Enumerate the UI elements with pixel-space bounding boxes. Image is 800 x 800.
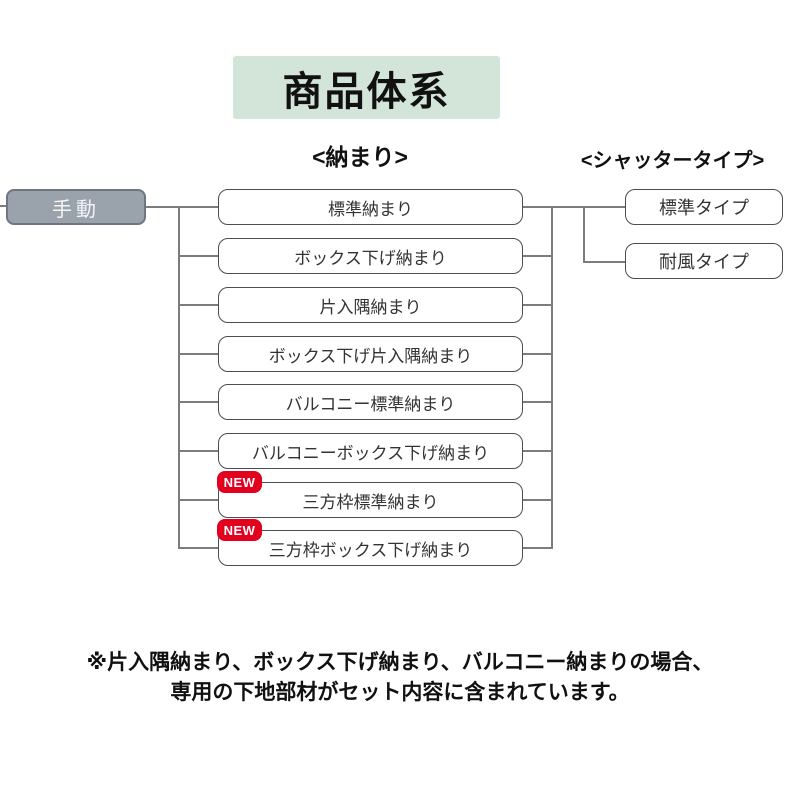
connector-line bbox=[178, 401, 218, 403]
fitting-column-header: <納まり> bbox=[312, 144, 408, 170]
footnote-line-2: 専用の下地部材がセット内容に含まれています。 bbox=[170, 681, 630, 704]
connector-line bbox=[583, 206, 585, 262]
footnote: ※片入隅納まり、ボックス下げ納まり、バルコニー納まりの場合、 専用の下地部材がセ… bbox=[0, 648, 800, 708]
fitting-box-three-side-frame-standard: 三方枠標準納まり bbox=[218, 482, 523, 518]
connector-line bbox=[178, 547, 218, 549]
connector-line bbox=[178, 255, 218, 257]
connector-line bbox=[178, 499, 218, 501]
connector-line bbox=[523, 304, 551, 306]
connector-line bbox=[523, 499, 551, 501]
shutter-type-box-standard: 標準タイプ bbox=[625, 189, 783, 225]
new-badge: NEW bbox=[217, 519, 262, 541]
connector-line bbox=[523, 206, 625, 208]
diagram-title: 商品体系 bbox=[233, 56, 500, 119]
connector-line bbox=[178, 353, 218, 355]
shutter-type-column-header: <シャッタータイプ> bbox=[580, 150, 765, 172]
connector-line bbox=[551, 206, 553, 549]
connector-line bbox=[178, 206, 180, 549]
fitting-box-three-side-frame-box-lowered: 三方枠ボックス下げ納まり bbox=[218, 530, 523, 566]
connector-line bbox=[0, 205, 6, 207]
connector-line bbox=[523, 450, 551, 452]
fitting-box-box-lowered: ボックス下げ納まり bbox=[218, 238, 523, 274]
connector-line bbox=[523, 255, 551, 257]
footnote-line-1: ※片入隅納まり、ボックス下げ納まり、バルコニー納まりの場合、 bbox=[86, 651, 714, 674]
connector-line bbox=[523, 401, 551, 403]
fitting-box-one-side-corner: 片入隅納まり bbox=[218, 287, 523, 323]
new-badge: NEW bbox=[217, 471, 262, 493]
fitting-box-box-lowered-one-side-corner: ボックス下げ片入隅納まり bbox=[218, 336, 523, 372]
connector-line bbox=[523, 353, 551, 355]
fitting-box-standard: 標準納まり bbox=[218, 189, 523, 225]
root-node-manual: 手動 bbox=[6, 189, 146, 225]
connector-line bbox=[178, 450, 218, 452]
fitting-box-balcony-standard: バルコニー標準納まり bbox=[218, 384, 523, 420]
connector-line bbox=[178, 304, 218, 306]
connector-line bbox=[583, 261, 625, 263]
shutter-type-box-wind-resistant: 耐風タイプ bbox=[625, 243, 783, 279]
connector-line bbox=[146, 206, 218, 208]
fitting-box-balcony-box-lowered: バルコニーボックス下げ納まり bbox=[218, 433, 523, 469]
connector-line bbox=[523, 547, 551, 549]
